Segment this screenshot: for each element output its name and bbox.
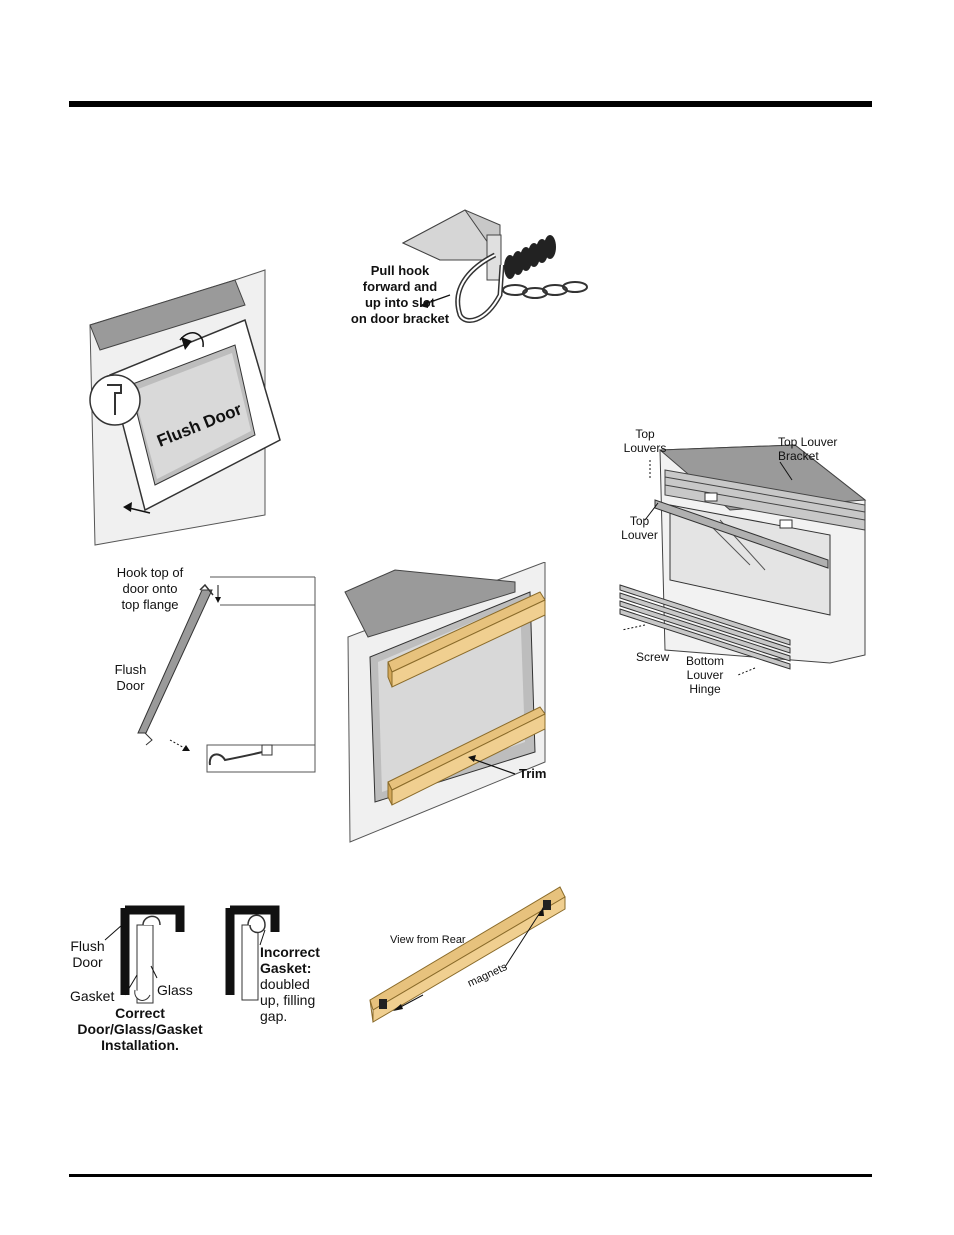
incorrect-gasket-caption: Incorrect Gasket: doubled up, filling ga… xyxy=(260,944,320,1024)
trim-rear-figure: View from Rear magnets xyxy=(355,885,570,1025)
trim-figure: Trim xyxy=(340,562,560,844)
gasket-drawing xyxy=(104,905,280,1004)
hook-door-drawing xyxy=(137,576,316,773)
bottom-trim-bar xyxy=(387,706,546,806)
gasket-caption: Gasket xyxy=(70,988,115,1004)
view-from-rear-caption: View from Rear xyxy=(390,934,466,946)
louver-drawing xyxy=(619,444,867,676)
chain xyxy=(502,281,588,299)
correct-section xyxy=(120,905,185,1004)
incorrect-section xyxy=(225,905,280,1001)
pull-hook-drawing xyxy=(401,209,588,323)
screw-caption: Screw xyxy=(636,650,670,664)
flush-door-figure: Flush Door xyxy=(85,265,295,555)
trim-drawing xyxy=(344,562,546,843)
top-trim-bar xyxy=(387,591,546,688)
top-rule xyxy=(69,101,872,107)
bottom-rule xyxy=(69,1174,872,1177)
bottom-louvers xyxy=(619,584,791,670)
trim-label: Trim xyxy=(519,766,547,781)
flush-door-drawing xyxy=(89,269,281,546)
spring xyxy=(504,235,556,279)
trim-rear-drawing xyxy=(369,886,566,1023)
glass-caption: Glass xyxy=(157,982,193,998)
